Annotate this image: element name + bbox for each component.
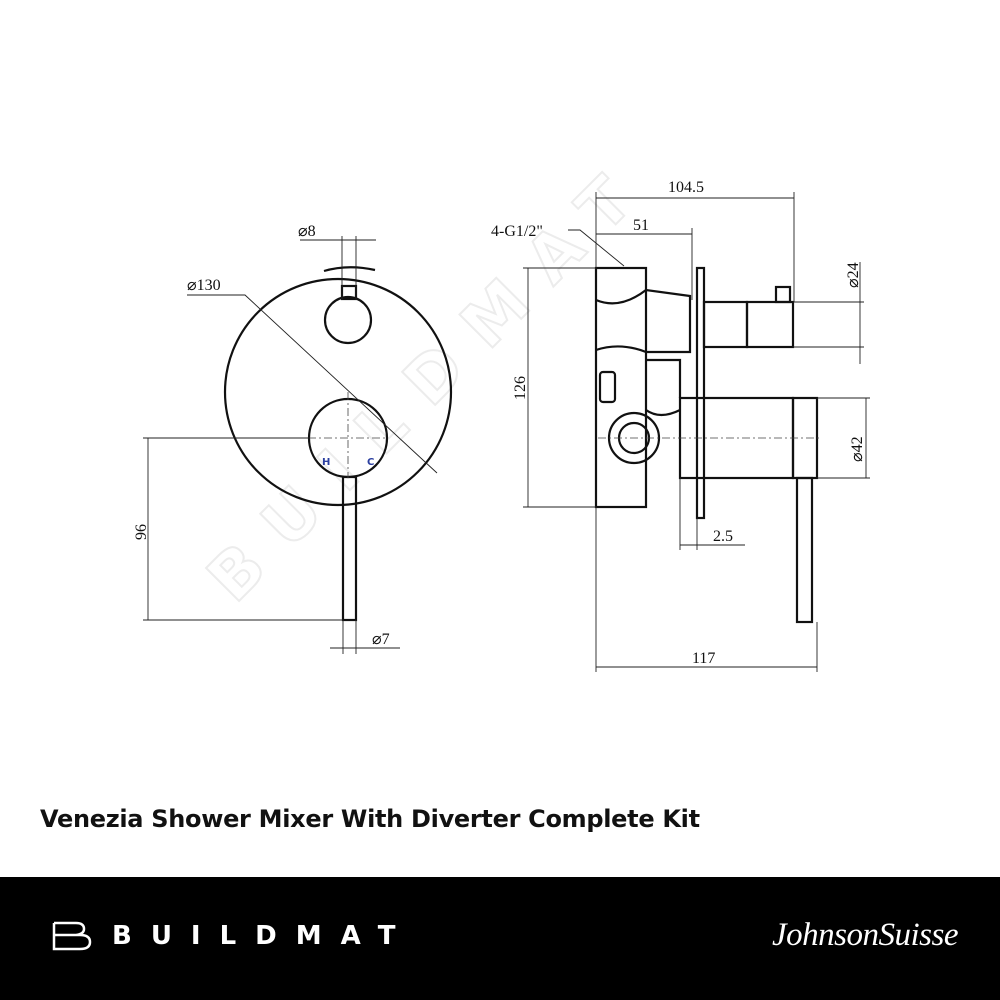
dim-overall: 117 xyxy=(692,650,715,667)
hot-label: H xyxy=(322,457,330,468)
diverter-knob xyxy=(323,295,373,345)
side-view: 104.5 51 4-G1/2" ⌀24 126 ⌀42 2.5 117 xyxy=(491,179,870,672)
diverter-cap xyxy=(323,266,376,273)
dim-knob-dia: ⌀8 xyxy=(298,223,316,240)
mixer-lever xyxy=(341,475,358,622)
dim-plate-dia: ⌀130 xyxy=(187,277,221,294)
lever-side xyxy=(795,476,814,624)
front-view: H C ⌀8 ⌀130 96 ⌀7 xyxy=(133,223,453,654)
cold-label: C xyxy=(367,457,374,468)
dim-body-height: 126 xyxy=(512,376,529,400)
dim-lever-dia: ⌀7 xyxy=(372,631,390,648)
dim-handle42: ⌀42 xyxy=(849,436,866,462)
buildmat-text: BUILDMAT xyxy=(112,921,415,951)
wall-plate xyxy=(695,266,706,520)
buildmat-logo: BUILDMAT xyxy=(52,921,414,951)
footer: BUILDMAT JohnsonSuisse xyxy=(0,877,1000,1000)
dim-depth-total: 104.5 xyxy=(668,179,704,196)
valve-body xyxy=(594,266,648,509)
dim-depth-body: 51 xyxy=(633,217,649,234)
product-title: Venezia Shower Mixer With Diverter Compl… xyxy=(40,805,700,833)
cover-plate xyxy=(223,277,453,507)
buildmat-b-icon xyxy=(52,921,92,951)
dim-height: 96 xyxy=(133,524,150,540)
diverter-knob-side xyxy=(745,300,795,349)
dim-knob24: ⌀24 xyxy=(845,262,862,288)
johnsonsuisse-logo: JohnsonSuisse xyxy=(772,917,959,953)
dim-plate-thickness: 2.5 xyxy=(713,528,733,545)
diverter-spindle xyxy=(702,300,749,349)
dim-inlets: 4-G1/2" xyxy=(491,223,543,240)
